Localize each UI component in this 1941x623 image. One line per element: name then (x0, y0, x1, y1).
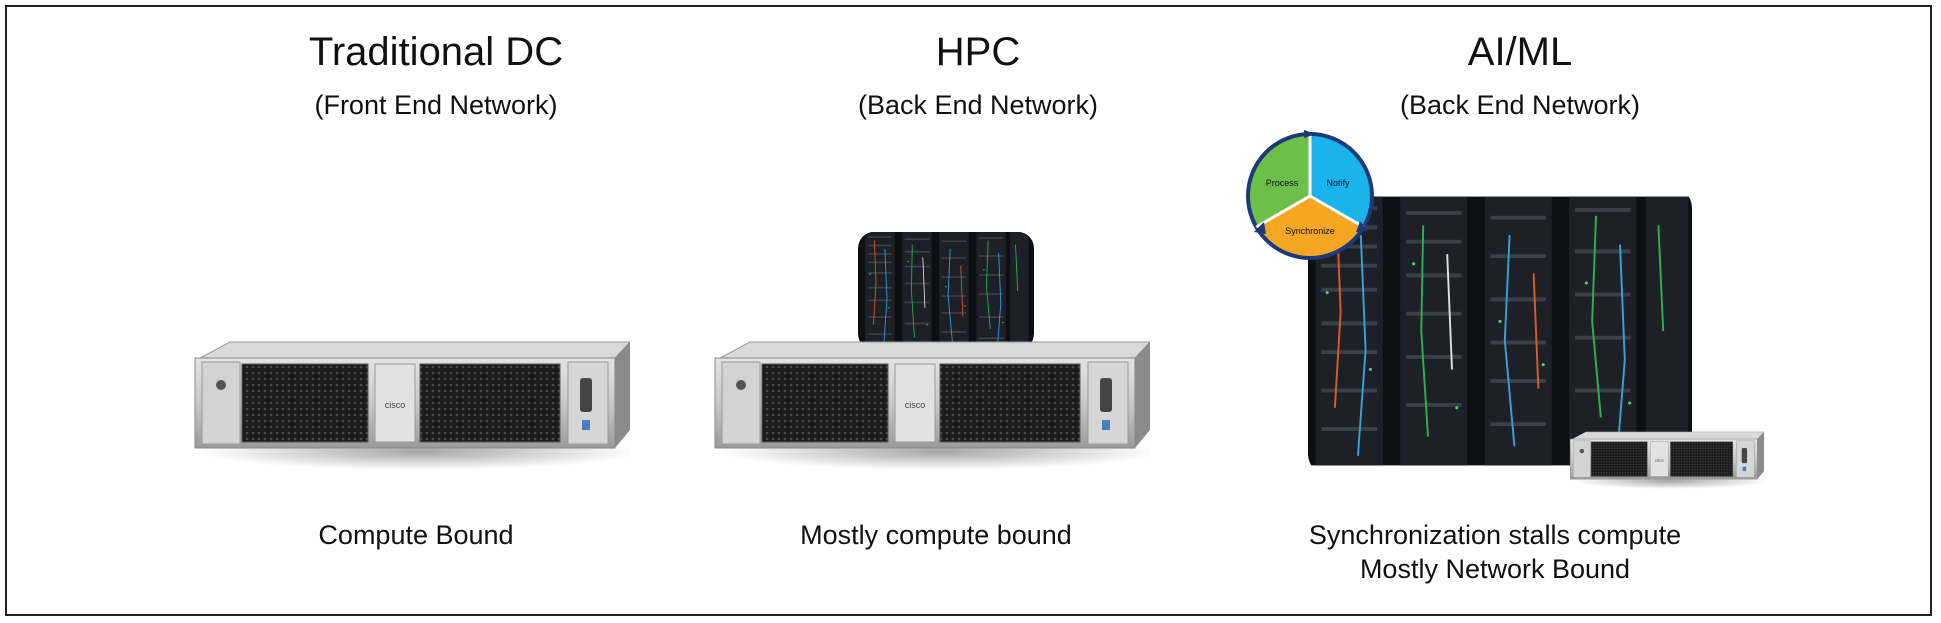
caption-line: Compute Bound (318, 520, 514, 550)
arrow-icon (1304, 130, 1316, 138)
aiml-title: AI/ML (1467, 30, 1573, 74)
notify-label: Notify (1326, 178, 1350, 188)
server-image (190, 340, 630, 470)
arrow-icon (1356, 221, 1368, 232)
caption-line: Mostly Network Bound (1359, 554, 1631, 584)
process-cycle-diagram: Notify Synchronize Process (1246, 130, 1374, 260)
traditional-dc-caption: Compute Bound (318, 518, 513, 552)
process-label: Process (1266, 178, 1299, 188)
hpc-caption: Mostly compute bound (800, 518, 1072, 552)
arrow-icon (1254, 222, 1266, 234)
caption-line: Mostly compute bound (800, 520, 1072, 550)
traditional-dc-subtitle: (Front End Network) (314, 90, 558, 120)
server-image (1569, 431, 1764, 490)
hpc-title: HPC (935, 30, 1021, 74)
diagram-frame (5, 5, 1932, 616)
aiml-caption: Synchronization stalls compute Mostly Ne… (1309, 518, 1681, 586)
rack-photo (858, 232, 1034, 350)
caption-line: Synchronization stalls compute (1308, 520, 1682, 550)
hpc-subtitle: (Back End Network) (857, 90, 1099, 120)
synchronize-label: Synchronize (1285, 226, 1335, 236)
server-image (710, 340, 1150, 470)
aiml-subtitle: (Back End Network) (1399, 90, 1641, 120)
traditional-dc-title: Traditional DC (308, 30, 564, 74)
